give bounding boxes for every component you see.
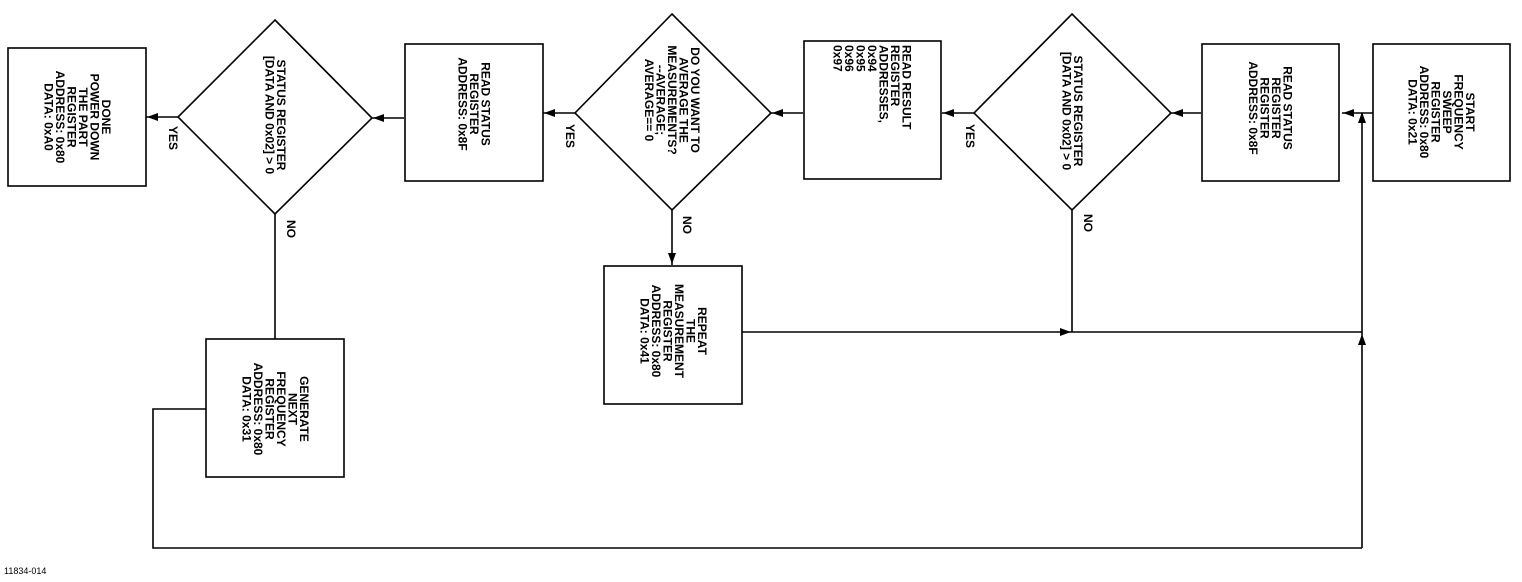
node-label-line: REGISTER <box>1269 77 1283 139</box>
node-label-line: --AVERAGE; <box>654 65 668 135</box>
read-status-box-1 <box>1201 43 1340 182</box>
node-label-line: REGISTER <box>888 45 902 107</box>
arrowhead <box>373 114 384 122</box>
no-label: NO <box>284 220 298 238</box>
start-sweep-label: STARTFREQUENCYSWEEPREGISTERADDRESS: 0x80… <box>1405 66 1477 159</box>
read-status-label-2: READ STATUSREGISTERADDRESS: 0x8F <box>456 57 493 150</box>
arrowheads <box>147 109 1366 345</box>
node-label-line: DATA: 0x31 <box>239 376 253 442</box>
arrowhead <box>668 253 676 264</box>
node-label-line: REGISTER <box>64 86 78 148</box>
node-label-line: ADDRESS: 0x8F <box>456 57 470 150</box>
arrowhead <box>943 109 954 117</box>
arrowhead <box>1172 109 1183 117</box>
node-label-line: ADDRESS: 0x8F <box>1246 61 1260 154</box>
status-check-label-2: STATUS REGISTER[DATA AND 0x02] > 0 <box>262 56 288 175</box>
status-check-diamond-2 <box>176 18 374 216</box>
edge-labels: YES NO YES NO YES NO <box>166 124 1095 238</box>
node-label-line: DO YOU WANT TO <box>688 47 702 153</box>
arrowhead <box>1060 328 1071 336</box>
node-label-line: DATA: 0x21 <box>1405 79 1419 145</box>
next-frequency-box <box>205 338 345 478</box>
node-label-line: REGISTER <box>262 378 276 440</box>
node-label-line: READ STATUS <box>1280 66 1294 150</box>
node-label-line: ADDRESS: 0x80 <box>1417 66 1431 159</box>
figure-id: 11834-014 <box>4 566 47 576</box>
node-label-line: 0x97 <box>831 45 845 72</box>
arrowhead <box>1358 112 1366 123</box>
node-label-line: READ RESULT <box>900 45 914 130</box>
read-result-label: READ RESULTREGISTERADDRESSES,0x940x950x9… <box>831 45 914 130</box>
node-label-line: ADDRESS: 0x80 <box>649 285 663 378</box>
repeat-measurement-label: REPEATTHEMEASUREMENTREGISTERADDRESS: 0x8… <box>637 284 709 379</box>
node-label-line: [DATA AND 0x02] > 0 <box>262 56 276 175</box>
node-label-line: 0x96 <box>842 45 856 72</box>
done-label: DONEPOWER DOWNTHE PARTREGISTERADDRESS: 0… <box>41 71 113 164</box>
node-label-line: AVERAGE== 0 <box>642 59 656 142</box>
arrowhead <box>1343 109 1354 117</box>
node-label-line: THE <box>683 319 697 343</box>
node-label-line: THE PART <box>76 87 90 147</box>
yes-label: YES <box>166 126 180 150</box>
arrowhead <box>544 109 555 117</box>
node-label-line: ADDRESSES, <box>877 45 891 123</box>
node-label-line: STATUS REGISTER <box>1071 56 1085 167</box>
node-label-line: ADDRESS: 0x80 <box>251 363 265 456</box>
node-label-line: START <box>1463 92 1477 132</box>
arrowhead <box>147 113 158 121</box>
next-frequency-label: GENERATENEXTFREQUENCYREGISTERADDRESS: 0x… <box>239 363 311 456</box>
no-label: NO <box>1081 214 1095 232</box>
node-label-line: DONE <box>99 100 113 135</box>
arrowhead <box>772 109 783 117</box>
node-label-line: 0x94 <box>865 45 879 72</box>
status-check-label-1: STATUS REGISTER[DATA AND 0x02] > 0 <box>1059 52 1085 171</box>
node-label-line: FREQUENCY <box>274 371 288 446</box>
start-sweep-box <box>1372 43 1511 182</box>
node-label-line: STATUS REGISTER <box>274 60 288 171</box>
connector-next-frequency-loop <box>152 408 1362 549</box>
node-label-line: GENERATE <box>297 376 311 442</box>
average-decision-diamond <box>573 12 773 212</box>
node-label-line: 0x95 <box>854 45 868 72</box>
status-check-diamond-1 <box>972 12 1173 212</box>
node-label-line: NEXT <box>285 393 299 426</box>
node-label-line: DATA: 0xA0 <box>41 83 55 151</box>
yes-label: YES <box>563 124 577 148</box>
read-result-box <box>803 40 942 180</box>
node-label-line: REGISTER <box>660 300 674 362</box>
node-label-line: REGISTER <box>467 73 481 135</box>
node-label-line: FREQUENCY <box>1451 74 1465 149</box>
no-label: NO <box>680 216 694 234</box>
node-label-line: READ STATUS <box>479 62 493 146</box>
node-label-line: REGISTER <box>1257 77 1271 139</box>
read-status-box-2 <box>404 43 544 182</box>
node-label-line: MEASUREMENTS? <box>665 45 679 154</box>
node-label-line: DATA: 0x41 <box>637 298 651 364</box>
node-label-line: REPEAT <box>695 307 709 355</box>
done-box <box>7 47 147 187</box>
read-status-label-1: READ STATUSREGISTERREGISTERADDRESS: 0x8F <box>1246 61 1295 154</box>
nodes <box>7 12 1511 478</box>
yes-label: YES <box>963 124 977 148</box>
node-label-line: REGISTER <box>1428 81 1442 143</box>
repeat-measurement-box <box>603 265 743 405</box>
connectors <box>146 112 1373 549</box>
average-decision-label: DO YOU WANT TOAVERAGE THEMEASUREMENTS?--… <box>642 45 702 154</box>
node-label-line: SWEEP <box>1440 90 1454 133</box>
node-label-line: [DATA AND 0x02] > 0 <box>1059 52 1073 171</box>
node-label-line: POWER DOWN <box>87 74 101 161</box>
node-label-line: MEASUREMENT <box>672 284 686 379</box>
node-label-line: AVERAGE THE <box>677 57 691 143</box>
node-labels: STARTFREQUENCYSWEEPREGISTERADDRESS: 0x80… <box>41 45 1477 456</box>
node-label-line: ADDRESS: 0x80 <box>53 71 67 164</box>
arrowhead <box>1358 334 1366 345</box>
